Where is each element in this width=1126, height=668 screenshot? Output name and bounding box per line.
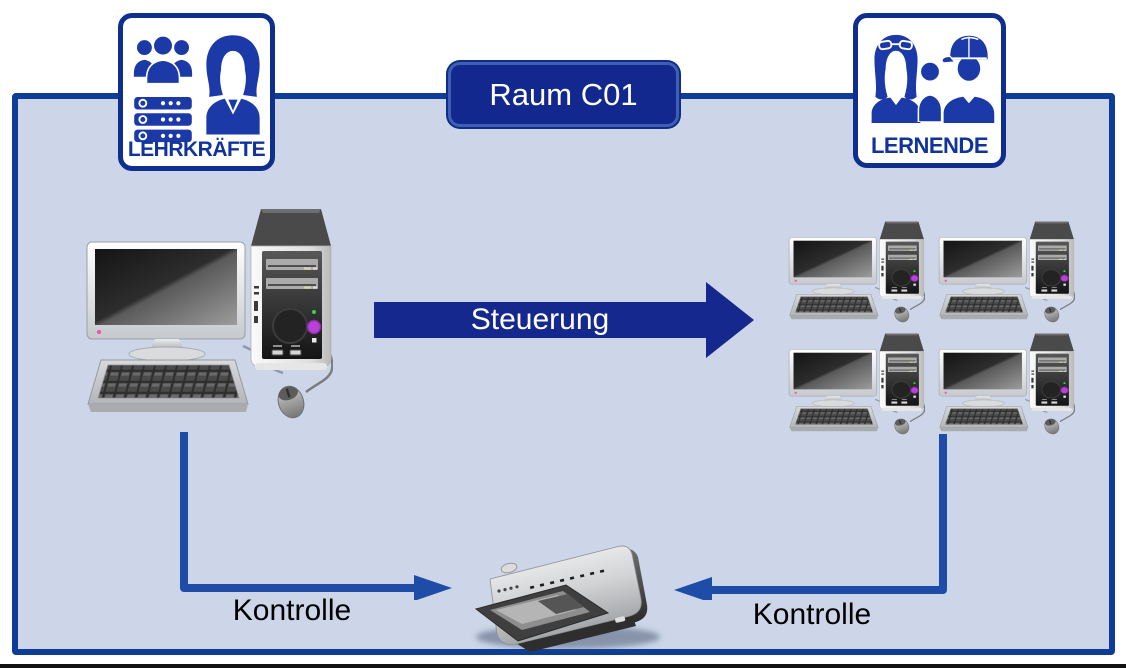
student-computer-3 [788, 332, 925, 438]
room-badge: Raum C01 [448, 62, 679, 127]
steuerung-arrow [374, 282, 754, 358]
server-rack-icon [134, 96, 192, 143]
student-boy-cap-icon [941, 35, 995, 123]
kontrolle-students-label: Kontrolle [752, 598, 872, 631]
page-bottom-border [0, 664, 1126, 668]
kontrolle-teacher-label: Kontrolle [232, 594, 352, 627]
students-group-label: LERNENDE [870, 133, 989, 158]
teacher-silhouette-icon [206, 35, 260, 135]
arrowhead-left-icon [674, 577, 712, 600]
kontrolle-connector-students [674, 434, 947, 600]
teachers-group-label: LEHRKRÄFTE [127, 138, 266, 161]
printer [468, 527, 678, 655]
teacher-computer [85, 206, 333, 426]
student-computer-1 [788, 220, 925, 326]
arrowhead-right-icon [414, 575, 452, 600]
teachers-group-icon [132, 34, 194, 85]
student-computer-4 [938, 332, 1075, 438]
room-badge-label: Raum C01 [489, 76, 638, 112]
students-group-box: LERNENDE [853, 13, 1006, 168]
steuerung-arrow-label: Steuerung [470, 303, 610, 336]
student-computer-2 [938, 220, 1075, 326]
kontrolle-connector-teacher [180, 432, 452, 600]
teachers-group-box: LEHRKRÄFTE [118, 13, 275, 171]
student-girl-icon [871, 34, 921, 123]
student-child-icon [917, 61, 943, 122]
